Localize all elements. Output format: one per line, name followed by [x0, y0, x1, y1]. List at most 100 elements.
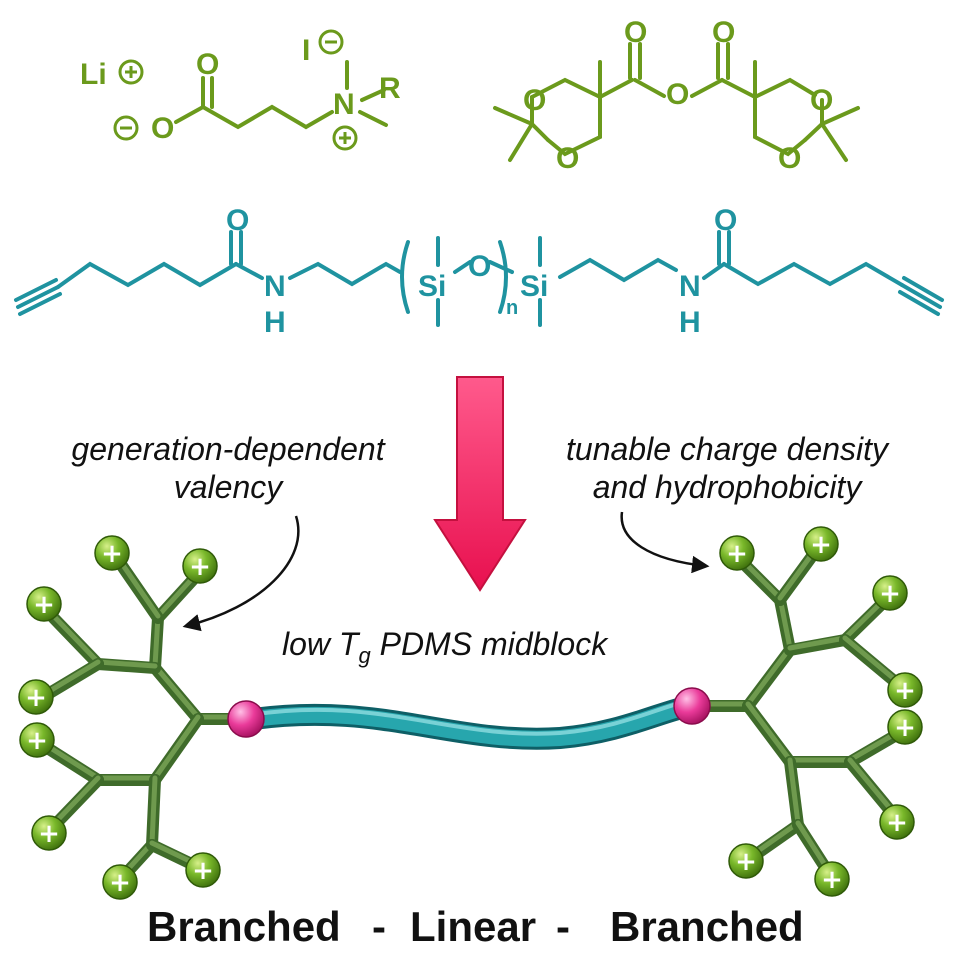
cation-terminus: + — [728, 843, 764, 879]
molecule-acetonide-anhydride: O O O O O O O — [493, 16, 860, 175]
cation-terminus: + — [94, 535, 130, 571]
cation-terminus: + — [102, 864, 138, 900]
cation-terminus-sphere — [19, 722, 55, 758]
dendron-left-bond-highlight — [95, 659, 158, 669]
cation-terminus-plus: + — [25, 683, 47, 713]
midblock-label: low Tg PDMS midblock — [282, 626, 609, 668]
anhydride-ring-oxygen-3: O — [810, 84, 833, 117]
cation-terminus-plus: + — [821, 865, 843, 895]
pdms-right-carbonyl-oxygen: O — [714, 204, 737, 237]
dendron-right-bond-highlight — [787, 757, 801, 826]
cation-terminus-sphere — [185, 852, 221, 888]
carbonyl-oxygen-label: O — [196, 48, 219, 81]
cation-terminus-sphere — [814, 861, 850, 897]
annotation-left-line1: generation-dependent — [71, 431, 385, 467]
cation-terminus-sphere — [182, 548, 218, 584]
lithium-cation-charge — [118, 59, 144, 85]
cation-terminus: + — [182, 548, 218, 584]
cation-terminus: + — [719, 535, 755, 571]
junction-right — [673, 687, 711, 725]
midblock-suffix: PDMS midblock — [371, 626, 610, 662]
cation-terminus: + — [814, 861, 850, 897]
ammonium-positive-charge — [332, 125, 358, 151]
molecule-ammonium-bonds — [174, 60, 388, 130]
cation-terminus: + — [887, 672, 923, 708]
dendron-right-bond-highlight — [787, 635, 848, 651]
cation-terminus-plus: + — [26, 726, 48, 756]
pdms-right-hydrogen: H — [679, 306, 701, 339]
cation-terminus-sphere — [879, 804, 915, 840]
annotation-left-line2: valency — [174, 469, 285, 505]
iodide-negative-charge — [318, 29, 344, 55]
pdms-siloxane-oxygen: O — [468, 250, 491, 283]
dendron-right-bond-highlight — [745, 645, 793, 707]
cation-terminus-sphere — [887, 709, 923, 745]
reaction-arrow — [433, 376, 527, 592]
cation-terminus-sphere — [26, 586, 62, 622]
cation-terminus-sphere — [94, 535, 130, 571]
cation-terminus: + — [872, 575, 908, 611]
cation-terminus-sphere — [872, 575, 908, 611]
cation-terminus-plus: + — [38, 819, 60, 849]
cation-terminus-plus: + — [894, 713, 916, 743]
dendron-left-bond-highlight — [152, 714, 201, 781]
annotation-right-line1: tunable charge density — [566, 431, 890, 467]
cation-terminus-plus: + — [810, 530, 832, 560]
cation-terminus: + — [185, 852, 221, 888]
cation-terminus-plus: + — [879, 579, 901, 609]
anhydride-bridge-oxygen: O — [666, 78, 689, 111]
cation-terminus-sphere — [102, 864, 138, 900]
dendron-left-bond-highlight — [115, 555, 161, 619]
caption-branched-right: Branched — [610, 903, 804, 950]
cation-terminus-plus: + — [192, 856, 214, 886]
annotation-right-line2: and hydrophobicity — [593, 469, 864, 505]
cation-terminus-sphere — [803, 526, 839, 562]
iodide-label: I — [302, 34, 310, 67]
pdms-silicon-terminal: Si — [520, 270, 548, 303]
midblock-t: T — [339, 626, 361, 662]
junction-left — [227, 700, 265, 738]
caption-separator-1: - — [372, 903, 386, 950]
cation-terminus-plus: + — [109, 868, 131, 898]
dendron-left-bond-highlight — [152, 663, 201, 720]
anhydride-ring-oxygen-1: O — [523, 84, 546, 117]
molecule-pdms-bonds — [14, 230, 944, 327]
cation-terminus-sphere — [728, 843, 764, 879]
left-pointer-arrow — [182, 515, 300, 632]
cation-terminus-sphere — [31, 815, 67, 851]
pdms-midblock-tube — [235, 695, 701, 750]
cation-terminus: + — [31, 815, 67, 851]
pdms-repeat-subscript: n — [506, 297, 518, 319]
dendron-right-bond-highlight — [745, 701, 793, 763]
cation-terminus: + — [803, 526, 839, 562]
pdms-right-nitrogen: N — [679, 270, 701, 303]
anhydride-carbonyl-oxygen-2: O — [712, 16, 735, 49]
caption-branched-left: Branched — [147, 903, 341, 950]
cation-terminus-sphere — [18, 679, 54, 715]
anhydride-carbonyl-oxygen-1: O — [624, 16, 647, 49]
molecule-ammonium-carboxylate: Li O O I N R — [80, 29, 401, 151]
midblock-prefix: low — [282, 626, 339, 662]
midblock-subscript-g: g — [358, 643, 371, 668]
cation-terminus-plus: + — [894, 676, 916, 706]
dendron-left-bond-highlight — [149, 775, 158, 846]
right-pointer-arrow — [620, 511, 710, 574]
molecule-anhydride-bonds — [493, 42, 860, 162]
cation-terminus: + — [19, 722, 55, 758]
cation-terminus-plus: + — [735, 847, 757, 877]
cation-terminus-sphere — [719, 535, 755, 571]
lithium-label: Li — [80, 58, 107, 91]
cation-terminus: + — [26, 586, 62, 622]
anhydride-ring-oxygen-2: O — [556, 142, 579, 175]
dendron-right-bond-highlight — [777, 595, 793, 651]
carboxylate-oxygen-label: O — [151, 112, 174, 145]
cation-terminus-plus: + — [33, 590, 55, 620]
cation-terminus: + — [887, 709, 923, 745]
cation-terminus-plus: + — [101, 539, 123, 569]
r-group-label: R — [379, 72, 401, 105]
pdms-left-nitrogen: N — [264, 270, 286, 303]
pdms-left-hydrogen: H — [264, 306, 286, 339]
caption-linear: Linear — [410, 903, 536, 950]
caption-separator-2: - — [556, 903, 570, 950]
